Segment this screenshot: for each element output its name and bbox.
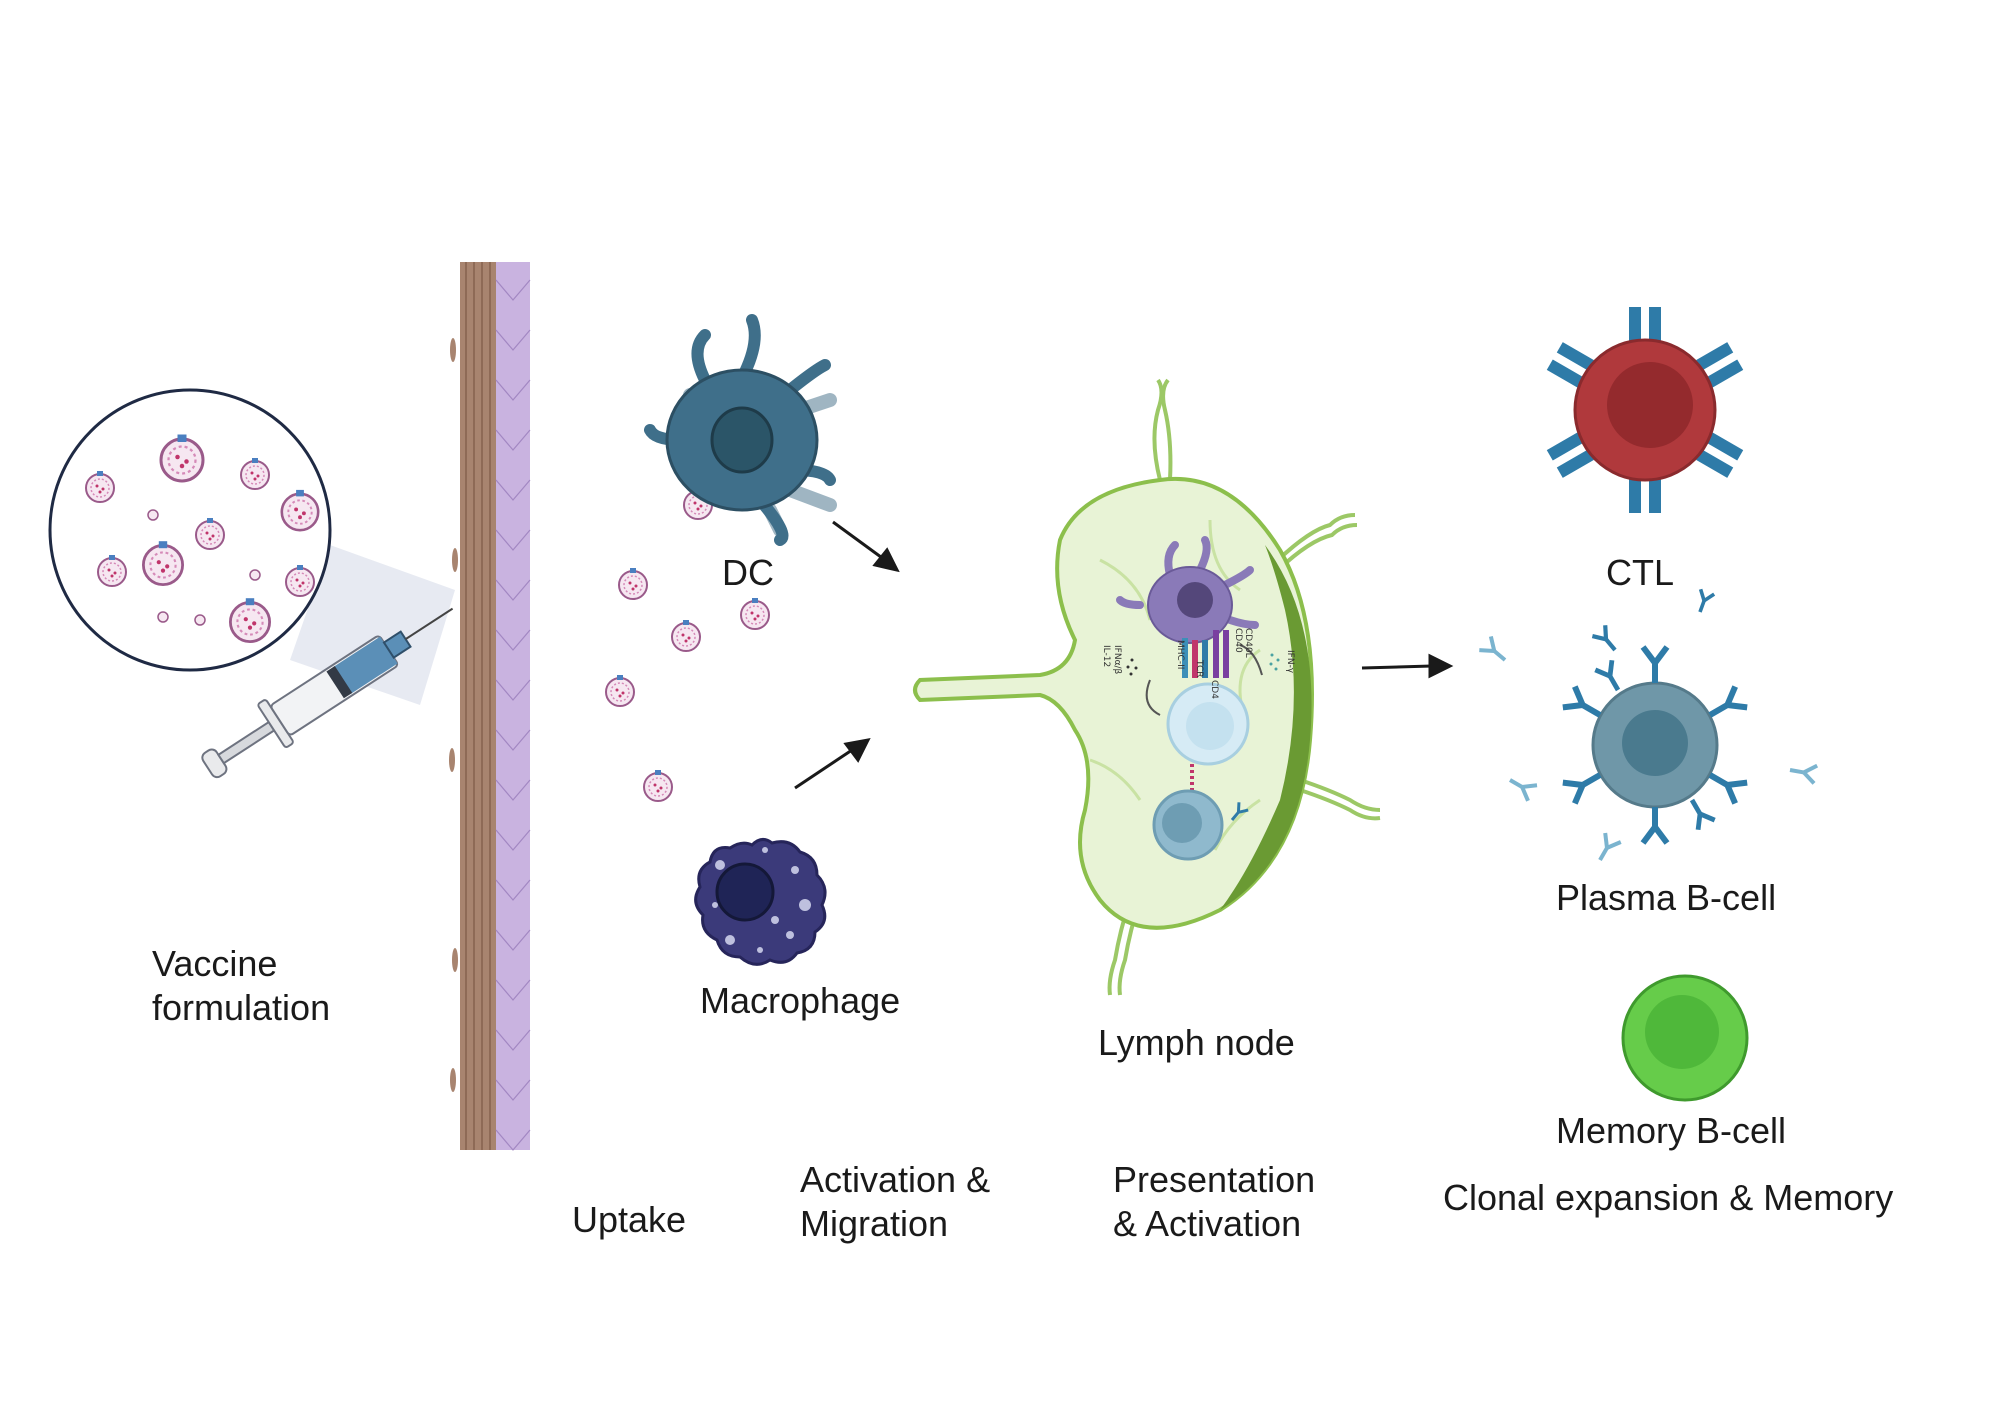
nanoparticle-icon — [671, 619, 701, 652]
arrow-icon — [1361, 653, 1454, 679]
step-presentation-activation: Presentation & Activation — [1113, 1158, 1315, 1246]
free-nanoparticles — [605, 487, 770, 802]
nanoparticle-icon — [740, 597, 770, 630]
nanoparticle-icon — [605, 674, 635, 707]
label-plasma-b-cell: Plasma B-cell — [1556, 877, 1777, 918]
synapse-label-tcr: TCR — [1194, 659, 1204, 678]
label-ctl: CTL — [1606, 552, 1675, 593]
lymph-node: IFNα/β IL-12 MHC-II TCR CD40 CD40L CD4 I… — [913, 378, 1381, 996]
label-macrophage: Macrophage — [700, 980, 901, 1021]
syringe-icon — [201, 607, 454, 779]
nanoparticle-icon — [643, 769, 673, 802]
plasma-b-cell — [1563, 647, 1747, 843]
macrophage-cell — [694, 838, 827, 966]
step-activation-line2: Migration — [800, 1203, 949, 1244]
skin-tissue-layer — [449, 262, 531, 1151]
synapse-label-cd40l: CD40L — [1243, 628, 1253, 658]
synapse-receptors — [1182, 630, 1229, 678]
step-presentation-line2: & Activation — [1113, 1203, 1302, 1244]
synapse-label-ifng: IFN-γ — [1285, 650, 1295, 674]
ctl-cell — [1545, 306, 1745, 514]
label-memory-b-cell: Memory B-cell — [1556, 1110, 1787, 1151]
memory-b-cell — [1621, 974, 1749, 1102]
step-activation-migration: Activation & Migration — [800, 1158, 990, 1246]
presenting-dendritic-cell — [1116, 536, 1259, 644]
synapse-label-cd40: CD40 — [1233, 628, 1243, 653]
step-clonal-expansion-memory: Clonal expansion & Memory — [1443, 1177, 1894, 1218]
synapse-label-ifn-ab: IFNα/β — [1112, 645, 1122, 675]
arrow-icon — [832, 520, 900, 573]
label-vaccine-formulation: Vaccine formulation — [152, 942, 330, 1030]
synapse-label-il12: IL-12 — [1101, 645, 1111, 667]
step-uptake: Uptake — [572, 1199, 687, 1240]
nanoparticle-icon — [618, 567, 648, 600]
arrow-icon — [794, 737, 871, 790]
step-presentation-line1: Presentation — [1113, 1159, 1316, 1200]
dendritic-cell — [644, 314, 837, 546]
label-vaccine-line2: formulation — [152, 987, 331, 1028]
label-vaccine-line1: Vaccine — [152, 943, 278, 984]
step-activation-line1: Activation & — [800, 1159, 991, 1200]
synapse-label-mhcii: MHC-II — [1175, 640, 1185, 669]
synapse-label-cd4: CD4 — [1209, 680, 1219, 699]
label-lymph-node: Lymph node — [1098, 1022, 1295, 1063]
label-dc: DC — [722, 552, 774, 593]
